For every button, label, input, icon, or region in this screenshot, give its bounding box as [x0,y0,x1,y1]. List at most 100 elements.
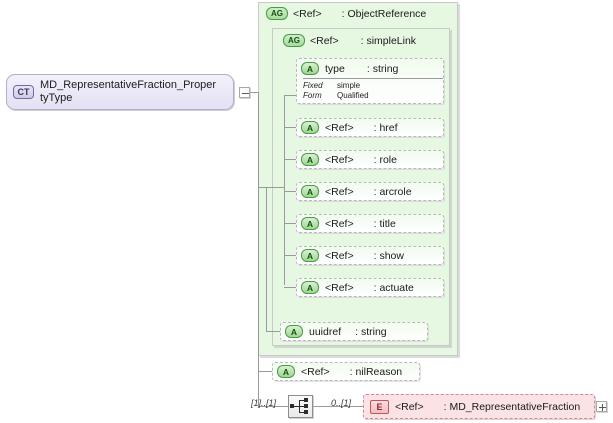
sep: : [355,325,359,338]
connector [284,255,296,256]
connector [258,406,288,407]
sep: : [341,7,345,20]
sep: : [373,121,377,134]
attribute-group-objectreference-header: AG <Ref> : ObjectReference [266,6,426,21]
element-node-md-representativefraction[interactable]: E <Ref> : MD_RepresentativeFraction [363,394,595,419]
facet-value-form: Qualified [337,91,369,100]
page-title: MD_RepresentativeFraction_PropertyType [40,79,217,104]
attribute-node-href[interactable]: A <Ref> : href [296,118,444,137]
attribute-badge-icon: A [301,217,319,230]
attribute-node-arcrole[interactable]: A <Ref> : arcrole [296,182,444,201]
attribute-group-simplelink-name: : simpleLink [361,35,416,47]
connector [266,331,280,332]
connector [284,223,296,224]
connector-trunk-objref [266,187,267,331]
attribute-group-simplelink-ref: <Ref> [310,34,339,47]
connector [313,406,363,407]
connector-trunk-simplelink [284,95,285,285]
connector [284,159,296,160]
attribute-group-simplelink-header: AG <Ref> : simpleLink [283,33,416,48]
complextype-badge-icon: CT [13,85,34,99]
connector [245,92,259,93]
attribute-badge-icon: A [301,281,319,294]
connector [284,95,296,96]
attribute-node-type[interactable]: A type : string Fixed simple Form Qualif… [296,58,444,104]
attribute-badge-icon: A [301,62,319,75]
attribute-badge-icon: A [285,325,303,338]
attribute-name: <Ref> [325,121,354,134]
attribute-badge-icon: A [301,185,319,198]
attributegroup-badge-icon: AG [283,34,305,47]
attribute-node-role[interactable]: A <Ref> : role [296,150,444,169]
connector [258,371,272,372]
complextype-node-md-representativefraction-propertytype[interactable]: CT MD_RepresentativeFraction_PropertyTyp… [6,74,234,110]
label: role [379,153,397,166]
attribute-group-objectreference-ref: <Ref> [293,7,322,20]
connector [284,191,296,192]
attribute-name: <Ref> [325,281,354,294]
attribute-node-uuidref[interactable]: A uuidref : string [280,322,428,341]
label: nilReason [355,365,403,378]
attribute-name: <Ref> [325,185,354,198]
connector [284,287,296,288]
sep: : [360,34,364,47]
attribute-name: <Ref> [325,153,354,166]
sep: : [373,185,377,198]
collapse-toggle-icon[interactable] [239,87,250,98]
element-ref: <Ref> [395,400,424,413]
attribute-type: : nilReason [350,366,403,378]
sequence-icon[interactable] [288,395,313,418]
attribute-type: : actuate [374,282,414,294]
sep: : [373,281,377,294]
connector [258,187,266,188]
label: string [372,62,399,75]
attribute-node-title[interactable]: A <Ref> : title [296,214,444,233]
label: simpleLink [366,34,417,47]
attributegroup-badge-icon: AG [266,7,288,20]
attribute-badge-icon: A [301,121,319,134]
occurrence-left: [1]..[1] [251,398,277,408]
attribute-type: : show [374,250,404,262]
attribute-name: <Ref> [325,249,354,262]
facet-key-fixed: Fixed [303,81,323,90]
sep: : [373,217,377,230]
occurrence-right: 0..[1] [331,398,352,408]
attribute-type: : arcrole [374,186,412,198]
connector-trunk-root [258,92,259,371]
attribute-badge-icon: A [301,249,319,262]
label: arcrole [379,185,412,198]
attribute-name: <Ref> [301,365,330,378]
attribute-badge-icon: A [277,365,295,378]
sep: : [349,365,353,378]
sep: : [443,400,447,413]
attribute-group-objectreference-name: : ObjectReference [342,8,427,20]
facet-key-form: Form [303,91,322,100]
attribute-type: : role [374,154,397,166]
attribute-name: <Ref> [325,217,354,230]
connector [284,127,296,128]
label: actuate [379,281,414,294]
attribute-node-show[interactable]: A <Ref> : show [296,246,444,265]
attribute-facets: Fixed simple Form Qualified [303,78,443,101]
attribute-node-actuate[interactable]: A <Ref> : actuate [296,278,444,297]
attribute-type: : href [374,122,398,134]
sep: : [373,249,377,262]
attribute-type: : title [374,218,396,230]
attribute-type: : string [367,63,399,75]
element-badge-icon: E [370,399,389,414]
sep: : [373,153,377,166]
connector [258,371,259,407]
label: string [360,325,387,338]
label: title [379,217,396,230]
label: MD_RepresentativeFraction [449,400,581,413]
attribute-badge-icon: A [301,153,319,166]
element-name: : MD_RepresentativeFraction [444,401,581,413]
attribute-type: : string [355,326,387,338]
attribute-node-nilreason[interactable]: A <Ref> : nilReason [272,362,420,381]
facet-value-fixed: simple [337,81,361,90]
label: ObjectReference [347,7,427,20]
expand-toggle-icon[interactable] [596,401,607,412]
attribute-name: type [325,62,345,75]
sep: : [366,62,370,75]
